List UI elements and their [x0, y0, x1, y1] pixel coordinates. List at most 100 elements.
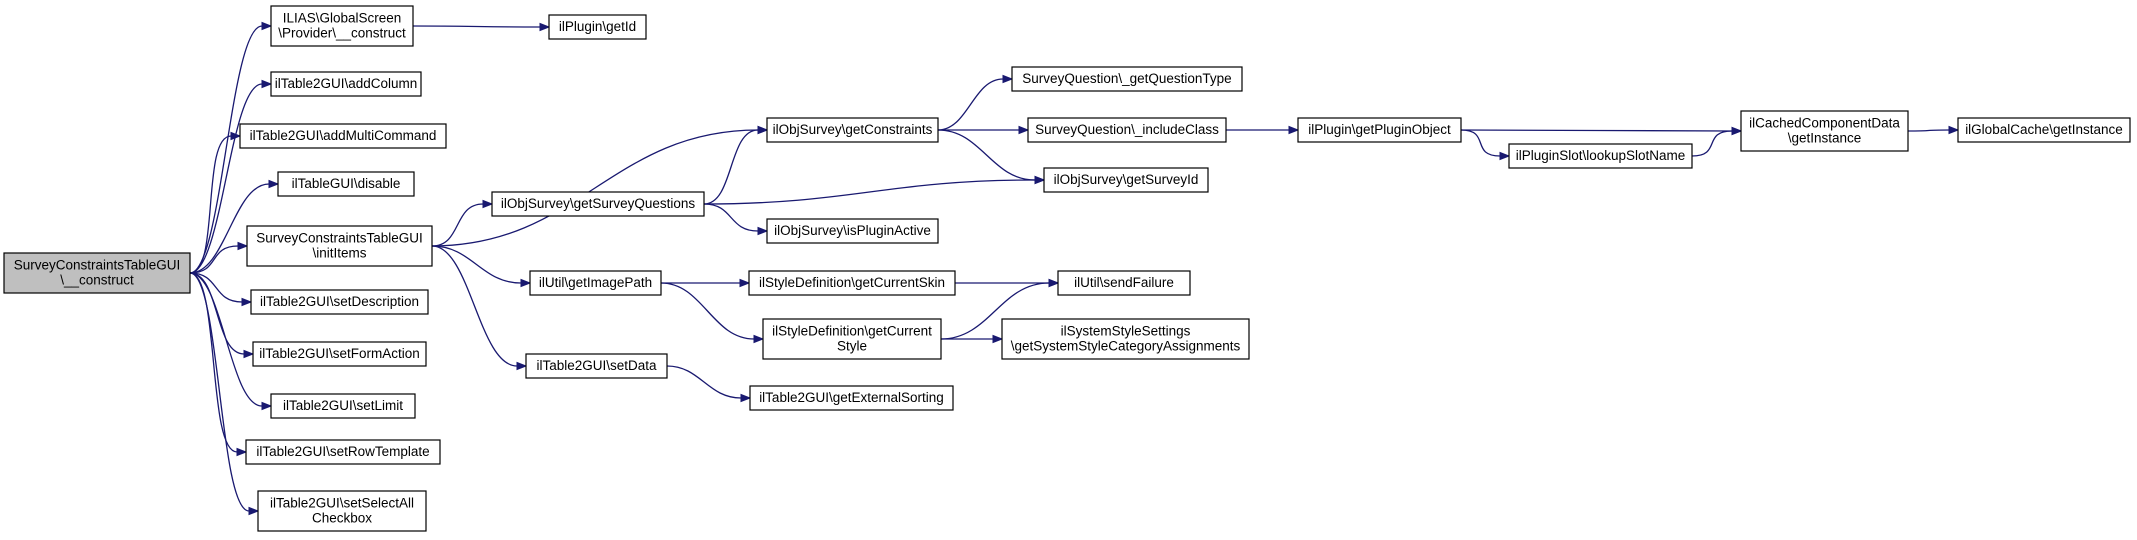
node-iltable2gui-setrowtemplate[interactable]: ilTable2GUI\setRowTemplate: [245, 439, 441, 465]
node-ilutil-getimagepath[interactable]: ilUtil\getImagePath: [529, 270, 662, 296]
node-label: ilObjSurvey\getSurveyId: [1054, 172, 1199, 187]
node-ilobjsurvey-ispluginactive[interactable]: ilObjSurvey\isPluginActive: [766, 218, 939, 244]
edge-arrowhead: [739, 278, 751, 288]
node-box: [1740, 110, 1909, 152]
node-label: Style: [837, 339, 867, 354]
edge-arrowhead: [248, 506, 260, 516]
node-iltablegui-disable[interactable]: ilTableGUI\disable: [277, 171, 415, 197]
node-iltable2gui-getexternalsorting[interactable]: ilTable2GUI\getExternalSorting: [749, 385, 954, 411]
node-surveyquestion-includeclass[interactable]: SurveyQuestion\_includeClass: [1027, 117, 1227, 143]
edge-arrowhead: [236, 447, 248, 457]
node-iltable2gui-addmulticommand[interactable]: ilTable2GUI\addMultiCommand: [239, 123, 447, 149]
node-box: [491, 191, 705, 217]
node-ilpluginslot-lookupslotname[interactable]: ilPluginSlot\lookupSlotName: [1508, 143, 1693, 169]
node-label: ilTable2GUI\setSelectAll: [270, 496, 414, 511]
node-box: [246, 225, 433, 267]
node-ilutil-sendfailure[interactable]: ilUtil\sendFailure: [1057, 270, 1191, 296]
edge-arrowhead: [1731, 126, 1743, 136]
node-label: ilGlobalCache\getInstance: [1965, 122, 2123, 137]
edge-arrowhead: [268, 179, 280, 189]
node-label: ILIAS\GlobalScreen: [283, 11, 402, 26]
node-label: ilPlugin\getPluginObject: [1308, 122, 1451, 137]
edge-arrowhead: [992, 334, 1004, 344]
edge-n12-n16: [937, 78, 1004, 131]
node-label: ilTable2GUI\getExternalSorting: [759, 390, 944, 405]
node-ilplugin-getpluginobject[interactable]: ilPlugin\getPluginObject: [1297, 117, 1462, 143]
node-label: ilObjSurvey\getConstraints: [773, 122, 933, 137]
node-box: [766, 117, 939, 143]
node-iltable2gui-setdescription[interactable]: ilTable2GUI\setDescription: [250, 289, 429, 315]
edge-arrowhead: [261, 79, 273, 89]
node-label: \getInstance: [1788, 131, 1862, 146]
node-label: ilTable2GUI\addMultiCommand: [250, 128, 437, 143]
node-ilstyledefinition-getcurrentskin[interactable]: ilStyleDefinition\getCurrentSkin: [748, 270, 956, 296]
node-ilias-globalscreen-provider-construct[interactable]: ILIAS\GlobalScreen\Provider\__construct: [270, 5, 414, 47]
edge-arrowhead: [482, 199, 494, 209]
edge-n5-n13: [431, 203, 484, 247]
edge-arrowhead: [237, 241, 249, 251]
node-label: ilCachedComponentData: [1749, 116, 1900, 131]
node-label: ilPlugin\getId: [559, 19, 636, 34]
node-surveyquestion-getquestiontype[interactable]: SurveyQuestion\_getQuestionType: [1011, 66, 1243, 92]
edge-arrowhead: [753, 334, 765, 344]
node-surveyconstraintstablegui-construct[interactable]: SurveyConstraintsTableGUI\__construct: [3, 252, 191, 294]
edge-n23-n27: [1460, 129, 1733, 132]
node-label: \Provider\__construct: [278, 26, 406, 41]
edge-n5-n14: [431, 245, 522, 284]
edge-n23-n26: [1460, 129, 1501, 157]
node-iltable2gui-addcolumn[interactable]: ilTable2GUI\addColumn: [270, 71, 422, 97]
edge-n26-n27: [1691, 130, 1733, 157]
node-ilglobalcache-getinstance[interactable]: ilGlobalCache\getInstance: [1957, 117, 2131, 143]
node-box: [548, 14, 647, 40]
node-label: ilStyleDefinition\getCurrentSkin: [759, 275, 945, 290]
node-ilobjsurvey-getsurveyquestions[interactable]: ilObjSurvey\getSurveyQuestions: [491, 191, 705, 217]
edge-arrowhead: [261, 21, 273, 31]
edge-arrowhead: [1948, 125, 1960, 135]
node-ilplugin-getid[interactable]: ilPlugin\getId: [548, 14, 647, 40]
node-label: ilPluginSlot\lookupSlotName: [1516, 148, 1686, 163]
node-box: [270, 71, 422, 97]
node-ilsystemstylesettings-getsystemstylecategoryassignments[interactable]: ilSystemStyleSettings\getSystemStyleCate…: [1001, 318, 1250, 360]
edge-n5-n12: [431, 129, 759, 247]
edge-n0-n4: [189, 183, 270, 274]
edge-arrowhead: [539, 22, 551, 32]
node-label: ilStyleDefinition\getCurrent: [772, 324, 932, 339]
node-ilobjsurvey-getsurveyid[interactable]: ilObjSurvey\getSurveyId: [1043, 167, 1209, 193]
node-surveyconstraintstablegui-inititems[interactable]: SurveyConstraintsTableGUI\initItems: [246, 225, 433, 267]
node-box: [766, 218, 939, 244]
node-label: ilTable2GUI\setLimit: [283, 398, 403, 413]
node-label: ilObjSurvey\isPluginActive: [774, 223, 931, 238]
node-box: [1957, 117, 2131, 143]
node-box: [270, 5, 414, 47]
node-label: ilTable2GUI\setData: [536, 358, 657, 373]
node-box: [525, 353, 668, 379]
node-box: [252, 341, 427, 367]
node-iltable2gui-setlimit[interactable]: ilTable2GUI\setLimit: [270, 393, 416, 419]
edge-n0-n9: [189, 272, 238, 453]
call-graph-nodes: SurveyConstraintsTableGUI\__construct ILI…: [3, 5, 2131, 532]
node-box: [245, 439, 441, 465]
edge-n13-n19: [703, 203, 759, 232]
node-box: [1027, 117, 1227, 143]
node-label: ilObjSurvey\getSurveyQuestions: [501, 196, 696, 211]
node-ilcachedcomponentdata-getinstance[interactable]: ilCachedComponentData\getInstance: [1740, 110, 1909, 152]
edge-n1-n11: [412, 25, 541, 28]
node-label: ilTable2GUI\setDescription: [260, 294, 419, 309]
node-box: [1297, 117, 1462, 143]
node-iltable2gui-setdata[interactable]: ilTable2GUI\setData: [525, 353, 668, 379]
node-box: [748, 270, 956, 296]
edge-arrowhead: [1048, 278, 1060, 288]
edge-n5-n15: [431, 245, 518, 367]
node-ilobjsurvey-getconstraints[interactable]: ilObjSurvey\getConstraints: [766, 117, 939, 143]
edge-n0-n7: [189, 272, 245, 355]
node-box: [762, 318, 942, 360]
node-iltable2gui-setformaction[interactable]: ilTable2GUI\setFormAction: [252, 341, 427, 367]
edge-arrowhead: [261, 401, 273, 411]
node-label: ilSystemStyleSettings: [1061, 324, 1191, 339]
node-box: [1011, 66, 1243, 92]
node-box: [250, 289, 429, 315]
edge-n0-n8: [189, 272, 263, 407]
edge-n0-n5: [189, 245, 239, 274]
